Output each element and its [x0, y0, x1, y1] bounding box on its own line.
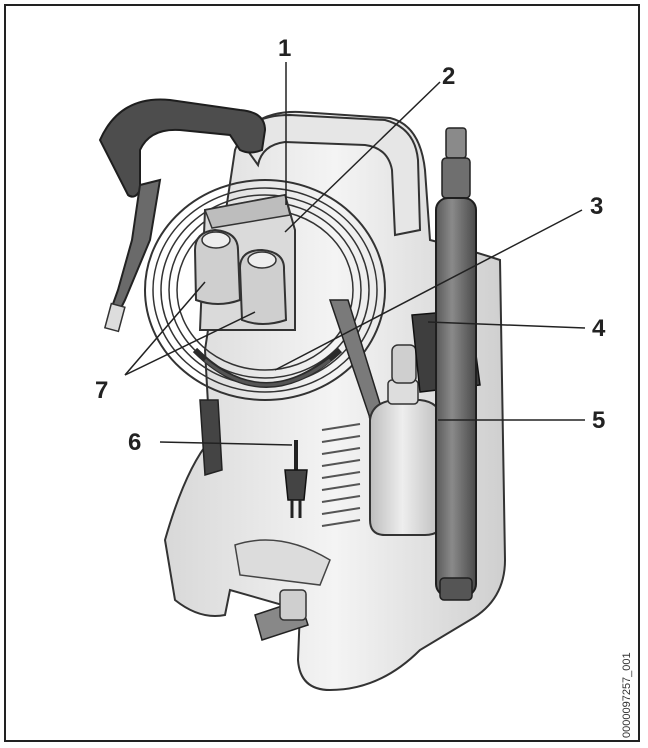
callout-1: 1 — [278, 35, 291, 62]
callout-numbers: 1 2 3 4 5 6 7 — [95, 35, 606, 456]
nozzle-holder — [193, 193, 296, 331]
callout-6: 6 — [128, 429, 141, 456]
leader-line-3 — [274, 209, 583, 371]
document-id: 0000097257_001 — [621, 652, 633, 738]
water-inlet-connector — [254, 589, 309, 641]
callout-7: 7 — [95, 377, 108, 404]
power-plug — [284, 440, 308, 518]
spray-lance — [435, 127, 477, 601]
leader-line-7b — [124, 311, 256, 376]
leader-line-4 — [427, 321, 586, 329]
callout-4: 4 — [592, 315, 606, 342]
spray-gun — [98, 98, 267, 333]
leader-line-2 — [284, 81, 441, 233]
callout-2: 2 — [442, 63, 455, 90]
leader-line-6 — [159, 441, 293, 446]
leader-line-7a — [124, 281, 206, 376]
hose-reel — [144, 179, 386, 401]
callout-5: 5 — [592, 407, 605, 434]
callout-3: 3 — [590, 193, 603, 220]
leader-lines — [124, 62, 586, 446]
